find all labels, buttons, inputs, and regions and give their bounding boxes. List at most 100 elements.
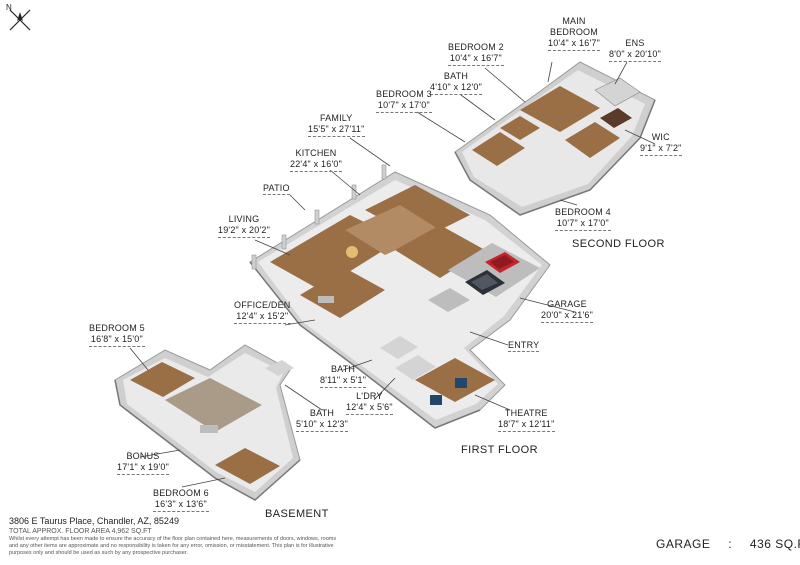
- room-name: MAIN BEDROOM: [550, 16, 598, 37]
- room-dims: 18'7" x 12'11": [498, 419, 555, 432]
- room-dims: 10'4" x 16'7": [548, 38, 600, 51]
- ens-floor: [594, 77, 641, 107]
- wic-floor: [600, 108, 632, 128]
- room-name: BEDROOM 2: [448, 42, 504, 52]
- room-dims: 12'4" x 15'2": [234, 311, 291, 324]
- sofa: [318, 296, 334, 303]
- hall-floor: [395, 225, 485, 278]
- bedroom-2-floor: [500, 116, 540, 140]
- room-dims: 16'8" x 15'0": [89, 334, 145, 347]
- room-dims: 8'11" x 5'1": [320, 375, 367, 388]
- bath-first-floor: [380, 336, 418, 359]
- room-name: BATH: [330, 364, 356, 374]
- garage-floor: [448, 243, 540, 297]
- room-name: FAMILY: [319, 113, 353, 123]
- family-floor: [365, 185, 470, 240]
- room-label-wic: WIC 9'1" x 7'2": [640, 132, 682, 156]
- footer-notes: TOTAL APPROX. FLOOR AREA 4,962 SQ.FT Whi…: [9, 528, 339, 557]
- car-dark: [465, 270, 505, 295]
- room-dims: 4'10" x 12'0": [430, 82, 482, 95]
- room-label-ens: ENS 8'0" x 20'10": [609, 38, 661, 62]
- room-name: BEDROOM 3: [376, 89, 432, 99]
- theatre-seat-1: [430, 395, 442, 405]
- disclaimer-text: Whilst every attempt has been made to en…: [9, 536, 337, 556]
- room-name: KITCHEN: [295, 148, 337, 158]
- room-label-patio: PATIO: [263, 183, 290, 195]
- room-name: ENTRY: [508, 340, 540, 352]
- room-label-bedroom-4: BEDROOM 4 10'7" x 17'0": [555, 207, 611, 231]
- floor-title-first: FIRST FLOOR: [461, 444, 538, 456]
- room-dims: 9'1" x 7'2": [640, 143, 682, 156]
- room-name: OFFICE/DEN: [234, 300, 291, 310]
- entry-floor: [428, 288, 470, 312]
- room-label-entry: ENTRY: [508, 340, 540, 352]
- room-label-office-den: OFFICE/DEN 12'4" x 15'2": [234, 300, 291, 324]
- bath-basement-floor: [265, 360, 294, 376]
- compass-label: N: [6, 3, 12, 12]
- room-dims: 12'4" x 5'6": [346, 402, 393, 415]
- room-label-bath-upper: BATH 4'10" x 12'0": [430, 71, 482, 95]
- room-dims: 16'3" x 13'6": [153, 499, 209, 512]
- basement-plan: [114, 344, 301, 501]
- room-label-kitchen: KITCHEN 22'4" x 16'0": [290, 148, 342, 172]
- room-label-bath-basement: BATH 5'10" x 12'3": [296, 408, 348, 432]
- garage-area-separator: :: [728, 537, 733, 551]
- room-name: L'DRY: [356, 391, 383, 401]
- bedroom-4-floor: [565, 122, 620, 158]
- total-floor-area: TOTAL APPROX. FLOOR AREA 4,962 SQ.FT: [9, 528, 152, 535]
- room-label-bonus: BONUS 17'1" x 19'0": [117, 451, 169, 475]
- room-name: GARAGE: [547, 299, 587, 309]
- room-name: BONUS: [126, 451, 160, 461]
- office-den-floor: [300, 268, 385, 318]
- second-floor-plan: [454, 61, 656, 216]
- room-name: BATH: [309, 408, 335, 418]
- garage-area-value: 436 SQ.FT: [749, 537, 800, 551]
- room-name: PATIO: [263, 183, 290, 195]
- room-dims: 19'2" x 20'2": [218, 225, 270, 238]
- room-label-family: FAMILY 15'5" x 27'11": [308, 113, 365, 137]
- compass-icon: N: [6, 3, 31, 31]
- room-name: BEDROOM 6: [153, 488, 209, 498]
- theatre-seat-2: [455, 378, 467, 388]
- room-dims: 22'4" x 16'0": [290, 159, 342, 172]
- room-name: ENS: [625, 38, 645, 48]
- property-address: 3806 E Taurus Place, Chandler, AZ, 85249: [9, 516, 179, 526]
- first-floor-plan: [249, 164, 551, 429]
- room-name: BEDROOM 5: [89, 323, 145, 333]
- room-label-bedroom-5: BEDROOM 5 16'8" x 15'0": [89, 323, 145, 347]
- room-dims: 10'7" x 17'0": [555, 218, 611, 231]
- bedroom-3-floor: [472, 132, 525, 166]
- room-label-main-bedroom: MAIN BEDROOM 10'4" x 16'7": [548, 16, 600, 51]
- floor-title-basement: BASEMENT: [265, 508, 329, 520]
- room-name: BEDROOM 4: [555, 207, 611, 217]
- room-name: THEATRE: [504, 408, 548, 418]
- room-label-theatre: THEATRE 18'7" x 12'11": [498, 408, 555, 432]
- room-label-garage: GARAGE 20'0" x 21'6": [541, 299, 593, 323]
- room-dims: 10'4" x 16'7": [448, 53, 504, 66]
- room-dims: 15'5" x 27'11": [308, 124, 365, 137]
- bedroom-6-floor: [215, 448, 280, 484]
- dining-table: [346, 246, 358, 258]
- room-dims: 17'1" x 19'0": [117, 462, 169, 475]
- room-dims: 20'0" x 21'6": [541, 310, 593, 323]
- garage-area-summary: GARAGE : 436 SQ.FT: [656, 537, 800, 551]
- room-label-bedroom-3: BEDROOM 3 10'7" x 17'0": [376, 89, 432, 113]
- room-dims: 8'0" x 20'10": [609, 49, 661, 62]
- bedroom-5-floor: [130, 362, 195, 397]
- room-label-living: LIVING 19'2" x 20'2": [218, 214, 270, 238]
- room-name: WIC: [651, 132, 670, 142]
- room-dims: 10'7" x 17'0": [376, 100, 432, 113]
- garage-area-label: GARAGE: [656, 537, 711, 551]
- room-label-bath-first: BATH 8'11" x 5'1": [320, 364, 367, 388]
- main-bedroom-floor: [520, 86, 600, 132]
- room-dims: 5'10" x 12'3": [296, 419, 348, 432]
- floor-title-second: SECOND FLOOR: [572, 238, 665, 250]
- laundry-floor: [395, 355, 436, 380]
- bonus-floor: [165, 378, 262, 432]
- room-label-laundry: L'DRY 12'4" x 5'6": [346, 391, 393, 415]
- room-name: LIVING: [228, 214, 260, 224]
- room-name: BATH: [443, 71, 469, 81]
- room-label-bedroom-2: BEDROOM 2 10'4" x 16'7": [448, 42, 504, 66]
